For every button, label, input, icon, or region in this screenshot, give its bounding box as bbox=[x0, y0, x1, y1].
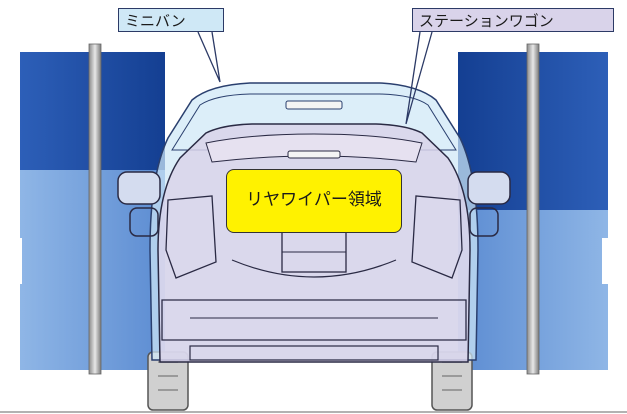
tyres bbox=[147, 351, 473, 411]
station-wagon-callout: ステーションワゴン bbox=[412, 8, 614, 32]
left-pole bbox=[88, 43, 102, 375]
door-mirrors bbox=[117, 171, 511, 237]
callout-leaders bbox=[197, 31, 433, 125]
right-pole bbox=[526, 43, 540, 375]
rear-wiper-area-label: リヤワイパー領域 bbox=[226, 169, 402, 233]
station-wagon-silhouette bbox=[157, 123, 471, 363]
minivan-callout: ミニバン bbox=[118, 8, 224, 32]
